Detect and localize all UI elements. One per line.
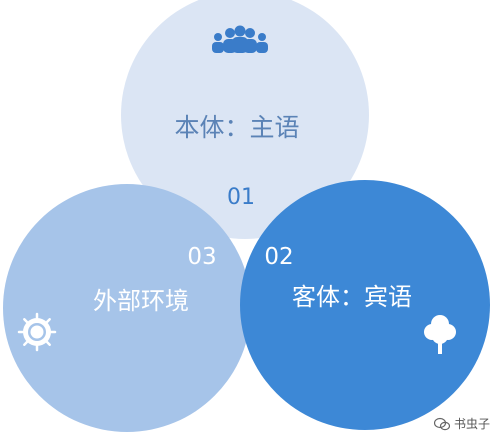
left-number: 03: [187, 244, 216, 270]
circle-right: [240, 180, 490, 430]
sun-icon: [17, 312, 57, 352]
top-label: 本体：主语: [174, 113, 299, 142]
circle-top: [121, 0, 369, 239]
people-group-icon: [212, 25, 268, 53]
right-label: 客体：宾语: [292, 283, 412, 311]
chat-bubble-icon: [433, 417, 450, 430]
tree-icon: [424, 315, 456, 354]
right-number: 02: [264, 244, 293, 270]
circle-left: [3, 184, 251, 432]
left-label: 外部环境: [93, 287, 189, 315]
top-number: 01: [227, 185, 255, 210]
watermark-text: 书虫子: [453, 417, 490, 431]
watermark: 书虫子: [433, 415, 490, 432]
